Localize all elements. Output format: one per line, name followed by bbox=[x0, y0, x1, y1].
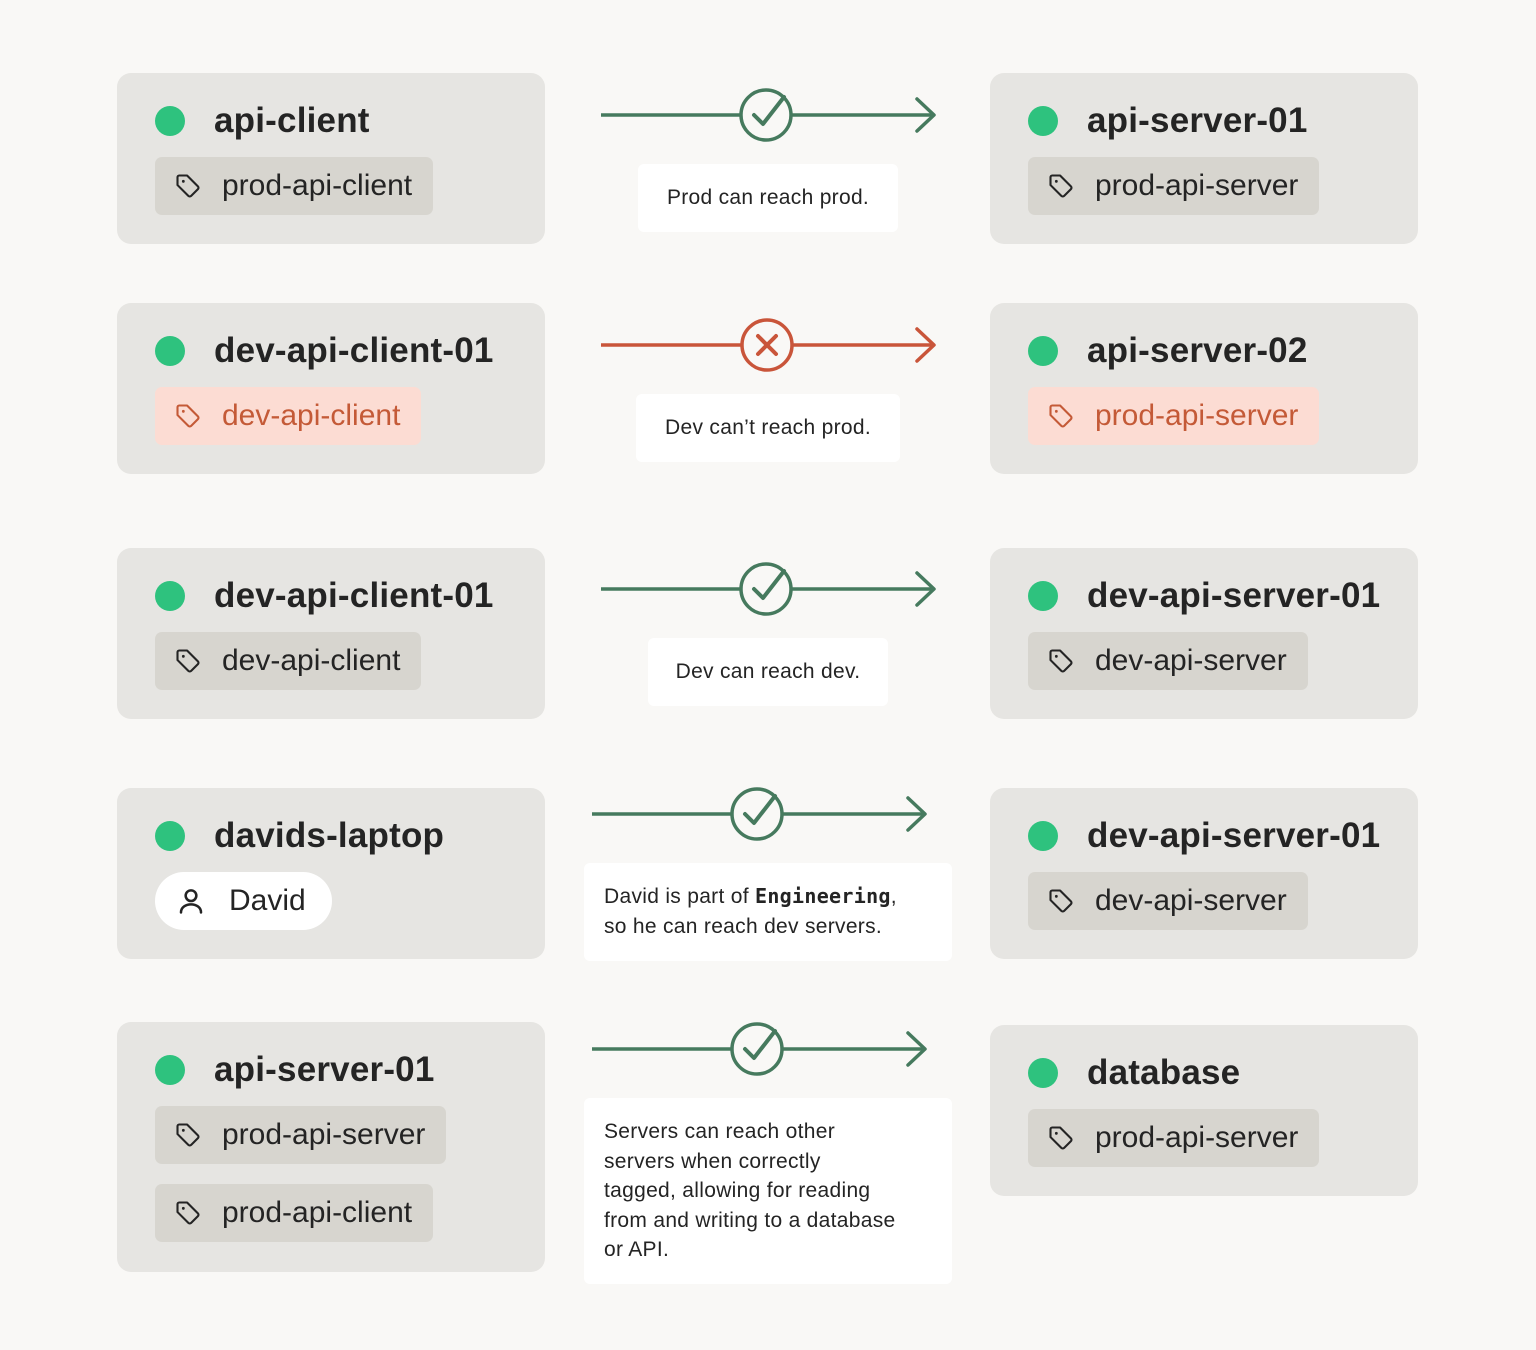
note-line: from and writing to a database bbox=[604, 1208, 896, 1232]
target-node-card-1: api-server-01 prod-api-server bbox=[990, 73, 1418, 244]
online-status-dot bbox=[1028, 821, 1058, 851]
arrow-head bbox=[915, 97, 936, 133]
node-name: api-client bbox=[214, 101, 370, 140]
tag-chip: prod-api-client bbox=[155, 1184, 434, 1242]
source-node-card-2: dev-api-client-01 dev-api-client bbox=[117, 303, 545, 474]
source-node-card-3: dev-api-client-01 dev-api-client bbox=[117, 548, 545, 719]
online-status-dot bbox=[155, 106, 185, 136]
tag-icon bbox=[1047, 172, 1075, 200]
connection-arrow-2 bbox=[600, 316, 942, 376]
tag-label: prod-api-server bbox=[222, 1118, 426, 1151]
tag-chip: dev-api-server bbox=[1028, 872, 1308, 930]
tag-label: dev-api-client bbox=[222, 644, 401, 677]
connection-arrow-5 bbox=[591, 1020, 933, 1080]
target-node-card-2: api-server-02 prod-api-server bbox=[990, 303, 1418, 474]
node-name: dev-api-server-01 bbox=[1087, 576, 1381, 615]
connection-note-1: Prod can reach prod. bbox=[638, 164, 898, 232]
note-line-1: David is part of Engineering, bbox=[604, 884, 897, 908]
note-line: tagged, allowing for reading bbox=[604, 1179, 871, 1202]
node-name: dev-api-server-01 bbox=[1087, 816, 1381, 855]
target-node-card-4: dev-api-server-01 dev-api-server bbox=[990, 788, 1418, 959]
target-node-card-5: database prod-api-server bbox=[990, 1025, 1418, 1196]
source-node-card-4: davids-laptop David bbox=[117, 788, 545, 959]
connection-note-3: Dev can reach dev. bbox=[648, 638, 888, 706]
arrow-head bbox=[906, 796, 927, 832]
tag-icon bbox=[1047, 1124, 1075, 1152]
tag-chip-highlighted: prod-api-server bbox=[1028, 387, 1320, 445]
arrow-head bbox=[915, 327, 936, 363]
check-circle-icon bbox=[730, 1022, 784, 1076]
tag-chip-highlighted: dev-api-client bbox=[155, 387, 422, 445]
online-status-dot bbox=[155, 336, 185, 366]
tag-chip: dev-api-server bbox=[1028, 632, 1308, 690]
source-node-card-5: api-server-01 prod-api-server prod-api-c… bbox=[117, 1022, 545, 1272]
tag-icon bbox=[174, 1121, 202, 1149]
tag-icon bbox=[1047, 647, 1075, 675]
tag-label: prod-api-client bbox=[222, 169, 413, 202]
tag-label: prod-api-server bbox=[1095, 1121, 1299, 1154]
tag-label: prod-api-server bbox=[1095, 169, 1299, 202]
online-status-dot bbox=[1028, 1058, 1058, 1088]
connection-note-4: David is part of Engineering, so he can … bbox=[584, 863, 952, 961]
online-status-dot bbox=[155, 1055, 185, 1085]
connection-note-5: Servers can reach other servers when cor… bbox=[584, 1098, 952, 1284]
online-status-dot bbox=[1028, 581, 1058, 611]
online-status-dot bbox=[155, 821, 185, 851]
arrow-head bbox=[906, 1031, 927, 1067]
x-circle-icon bbox=[740, 318, 794, 372]
tag-chip: prod-api-client bbox=[155, 157, 434, 215]
tag-chip: prod-api-server bbox=[1028, 157, 1320, 215]
node-name: dev-api-client-01 bbox=[214, 576, 494, 615]
arrow-head bbox=[915, 571, 936, 607]
node-name: database bbox=[1087, 1053, 1241, 1092]
tag-label: dev-api-server bbox=[1095, 884, 1287, 917]
tag-label: dev-api-client bbox=[222, 399, 401, 432]
connection-arrow-4 bbox=[591, 785, 933, 845]
node-name: davids-laptop bbox=[214, 816, 445, 855]
tag-icon bbox=[1047, 402, 1075, 430]
source-node-card-1: api-client prod-api-client bbox=[117, 73, 545, 244]
online-status-dot bbox=[155, 581, 185, 611]
tag-chip: prod-api-server bbox=[155, 1106, 447, 1164]
note-line-2: so he can reach dev servers. bbox=[604, 914, 883, 938]
tag-label: prod-api-client bbox=[222, 1196, 413, 1229]
tag-chip: prod-api-server bbox=[1028, 1109, 1320, 1167]
target-node-card-3: dev-api-server-01 dev-api-server bbox=[990, 548, 1418, 719]
tag-icon bbox=[174, 647, 202, 675]
group-name: Engineering bbox=[755, 884, 891, 908]
user-icon bbox=[175, 885, 207, 917]
node-name: dev-api-client-01 bbox=[214, 331, 494, 370]
connection-arrow-1 bbox=[600, 86, 942, 146]
tag-label: prod-api-server bbox=[1095, 399, 1299, 432]
tag-label: dev-api-server bbox=[1095, 644, 1287, 677]
connection-note-2: Dev can’t reach prod. bbox=[636, 394, 900, 462]
check-circle-icon bbox=[730, 787, 784, 841]
online-status-dot bbox=[1028, 106, 1058, 136]
online-status-dot bbox=[1028, 336, 1058, 366]
check-circle-icon bbox=[739, 562, 793, 616]
user-chip: David bbox=[155, 872, 332, 930]
tag-icon bbox=[1047, 887, 1075, 915]
tag-icon bbox=[174, 172, 202, 200]
tag-icon bbox=[174, 1199, 202, 1227]
note-line: servers when correctly bbox=[604, 1149, 821, 1173]
node-name: api-server-01 bbox=[214, 1050, 435, 1089]
tag-icon bbox=[174, 402, 202, 430]
tag-chip: dev-api-client bbox=[155, 632, 422, 690]
node-name: api-server-01 bbox=[1087, 101, 1308, 140]
user-label: David bbox=[229, 884, 306, 917]
note-line: Servers can reach other bbox=[604, 1120, 836, 1143]
connection-arrow-3 bbox=[600, 560, 942, 620]
check-circle-icon bbox=[739, 88, 793, 142]
note-line: or API. bbox=[604, 1238, 670, 1261]
node-name: api-server-02 bbox=[1087, 331, 1308, 370]
